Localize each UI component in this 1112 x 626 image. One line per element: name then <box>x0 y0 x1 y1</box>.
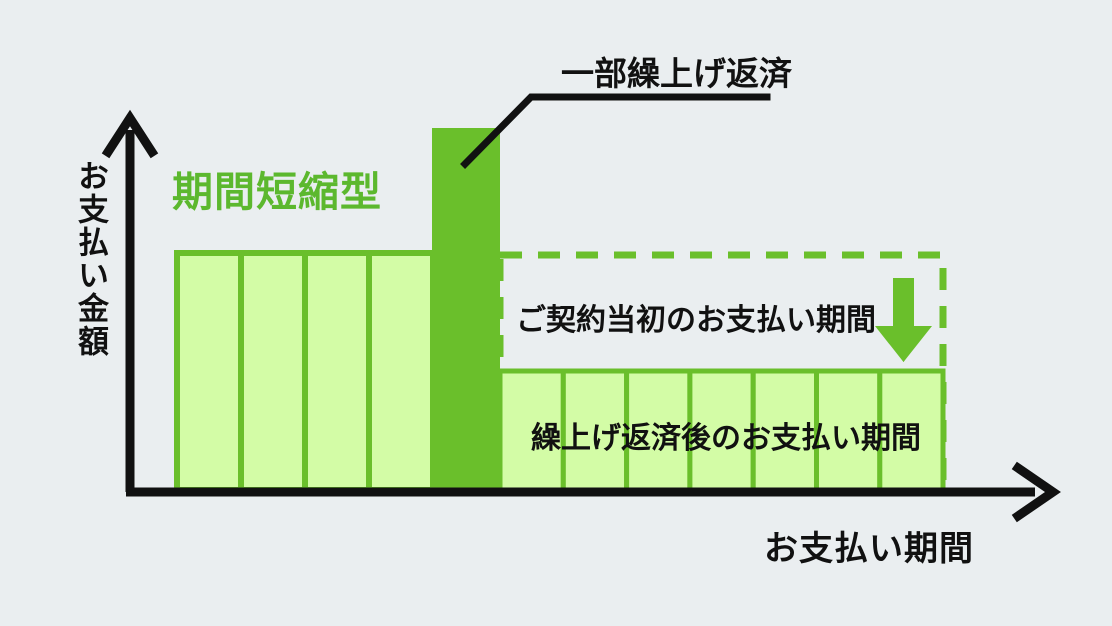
bar-cell <box>238 250 308 493</box>
bar-cell <box>687 368 756 493</box>
leader-line-icon <box>460 93 771 169</box>
bar-cell <box>366 250 436 493</box>
y-axis-label: お支払い金額 <box>73 160 108 358</box>
arrow-up-icon <box>101 109 159 159</box>
arrow-down-icon <box>875 278 932 362</box>
label-after-prepayment-period: 繰上げ返済後のお支払い期間 <box>531 422 921 455</box>
bar-cell <box>174 250 244 493</box>
bar-group-initial-payments <box>174 250 436 493</box>
arrow-right-icon <box>1011 461 1061 523</box>
x-axis-label: お支払い期間 <box>764 530 974 568</box>
page-title: 期間短縮型 <box>172 169 382 215</box>
bar-prepayment <box>432 128 500 490</box>
axis-lines <box>101 109 1061 523</box>
label-original-payment-period: ご契約当初のお支払い期間 <box>516 304 876 337</box>
bar-cell <box>302 250 372 493</box>
callout-label-prepayment: 一部繰上げ返済 <box>561 55 792 92</box>
bar-cell <box>814 368 883 493</box>
